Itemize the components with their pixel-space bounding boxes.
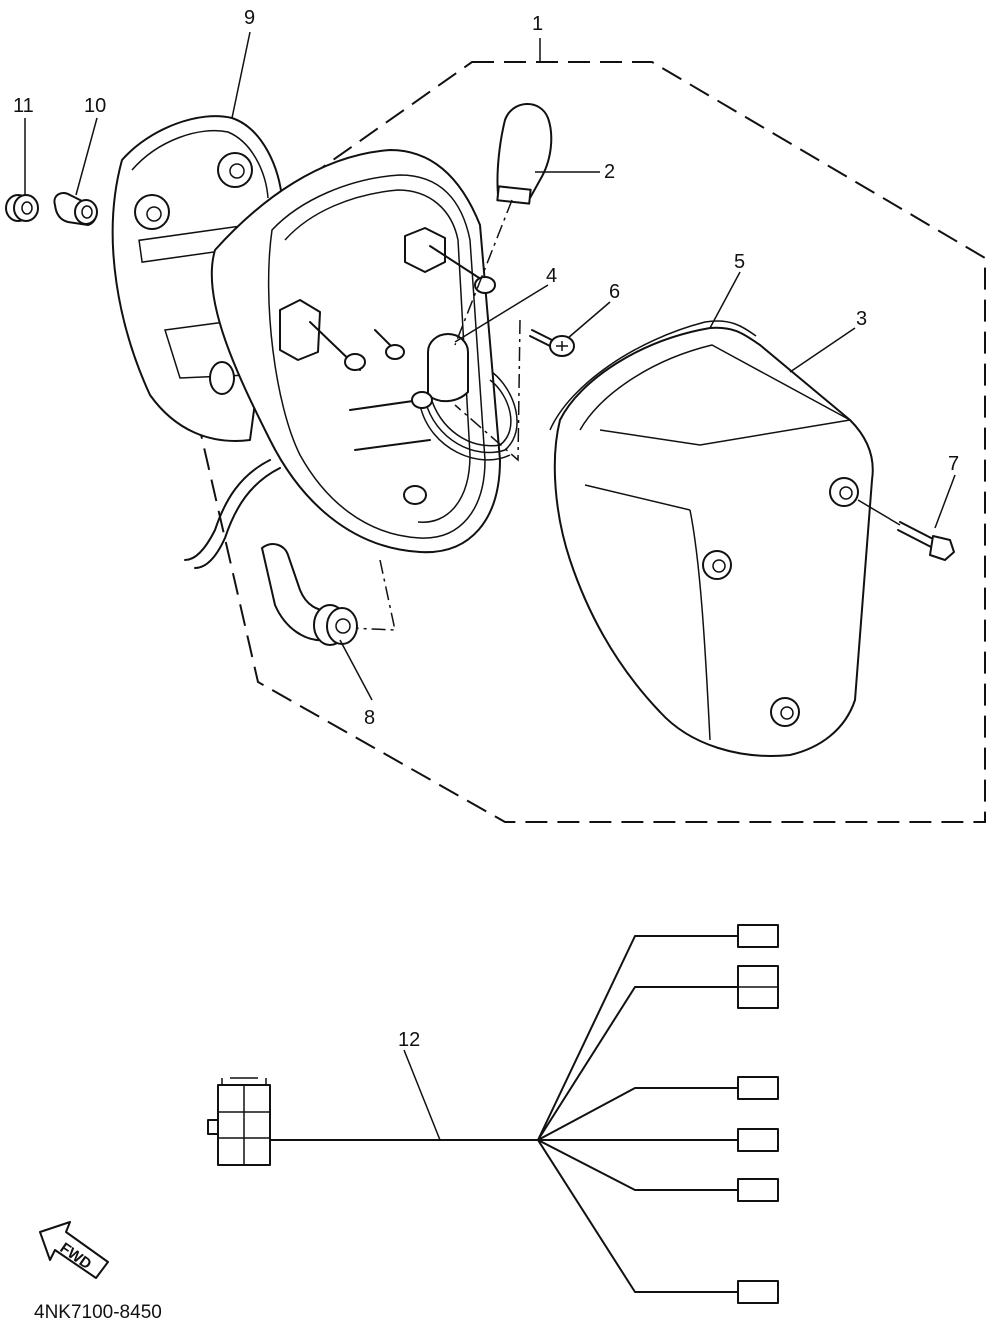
part-label-12: 12 [398,1029,420,1051]
part-label-9: 9 [244,7,255,29]
catalog-code: 4NK7100-8450 [34,1302,162,1323]
lamp-housing [184,149,501,569]
part-label-11: 11 [13,95,34,117]
part-label-8: 8 [364,707,375,729]
bulb-part [496,103,553,205]
wire-harness-part [207,924,779,1304]
leader-lines [24,31,956,701]
fwd-arrow-icon: FWD [39,1221,109,1279]
part-label-2: 2 [604,161,615,183]
lens-part [549,320,874,757]
bulb-socket-part [411,333,518,461]
part-label-4: 4 [546,265,557,287]
grommet-part [261,543,358,646]
screw-part-7 [897,521,955,561]
part-labels: 1 2 3 4 5 6 7 8 9 10 11 12 [13,7,959,1051]
part-label-5: 5 [734,251,745,273]
part-label-1: 1 [532,13,543,35]
part-label-7: 7 [948,453,959,475]
nut-part-11 [5,194,39,222]
part-label-6: 6 [609,281,620,303]
collar-part-10 [53,192,98,226]
part-label-10: 10 [84,95,106,117]
screw-part-6 [529,329,575,357]
part-label-3: 3 [856,308,867,330]
